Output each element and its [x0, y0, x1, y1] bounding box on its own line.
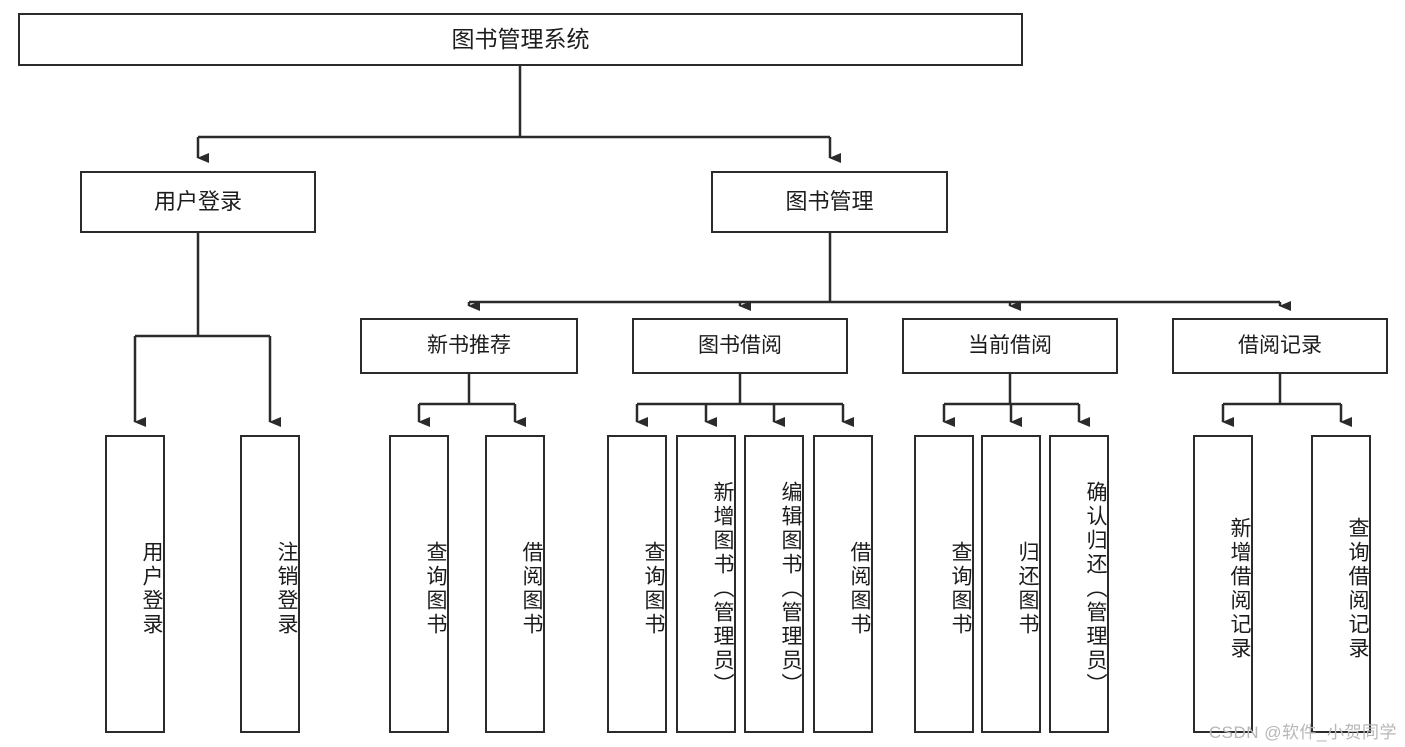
leaf-label: 编辑图书（管理员） — [779, 481, 802, 697]
leaf-label: 查询图书 — [642, 541, 665, 637]
leaf-label: 借阅图书 — [520, 541, 543, 637]
node-borrow-record[interactable]: 借阅记录 — [1172, 318, 1388, 374]
leaf-book-borrow-edit[interactable]: 编辑图书（管理员） — [744, 435, 804, 733]
node-current-borrow[interactable]: 当前借阅 — [902, 318, 1118, 374]
leaf-book-borrow-add[interactable]: 新增图书（管理员） — [676, 435, 736, 733]
leaf-new-book-query[interactable]: 查询图书 — [389, 435, 449, 733]
leaf-user-login-login[interactable]: 用户登录 — [105, 435, 165, 733]
leaf-label: 用户登录 — [140, 541, 163, 637]
leaf-current-borrow-confirm-return[interactable]: 确认归还（管理员） — [1049, 435, 1109, 733]
leaf-label: 借阅图书 — [848, 541, 871, 637]
node-book-management[interactable]: 图书管理 — [711, 171, 948, 233]
leaf-book-borrow-borrow[interactable]: 借阅图书 — [813, 435, 873, 733]
leaf-book-borrow-query[interactable]: 查询图书 — [607, 435, 667, 733]
leaf-label: 新增借阅记录 — [1228, 517, 1251, 661]
node-book-borrow[interactable]: 图书借阅 — [632, 318, 848, 374]
watermark-text: CSDN @软件_小贺同学 — [1208, 723, 1397, 742]
leaf-borrow-record-query[interactable]: 查询借阅记录 — [1311, 435, 1371, 733]
leaf-label: 查询借阅记录 — [1346, 517, 1369, 661]
leaf-user-login-logout[interactable]: 注销登录 — [240, 435, 300, 733]
node-root-system[interactable]: 图书管理系统 — [18, 13, 1023, 66]
leaf-label: 新增图书（管理员） — [711, 481, 734, 697]
node-new-book-recommend[interactable]: 新书推荐 — [360, 318, 578, 374]
leaf-label: 归还图书 — [1016, 541, 1039, 637]
leaf-label: 查询图书 — [949, 541, 972, 637]
leaf-new-book-borrow[interactable]: 借阅图书 — [485, 435, 545, 733]
node-user-login[interactable]: 用户登录 — [80, 171, 316, 233]
leaf-current-borrow-query[interactable]: 查询图书 — [914, 435, 974, 733]
leaf-borrow-record-add[interactable]: 新增借阅记录 — [1193, 435, 1253, 733]
leaf-label: 查询图书 — [424, 541, 447, 637]
leaf-label: 注销登录 — [275, 541, 298, 637]
leaf-label: 确认归还（管理员） — [1084, 481, 1107, 697]
leaf-current-borrow-return[interactable]: 归还图书 — [981, 435, 1041, 733]
